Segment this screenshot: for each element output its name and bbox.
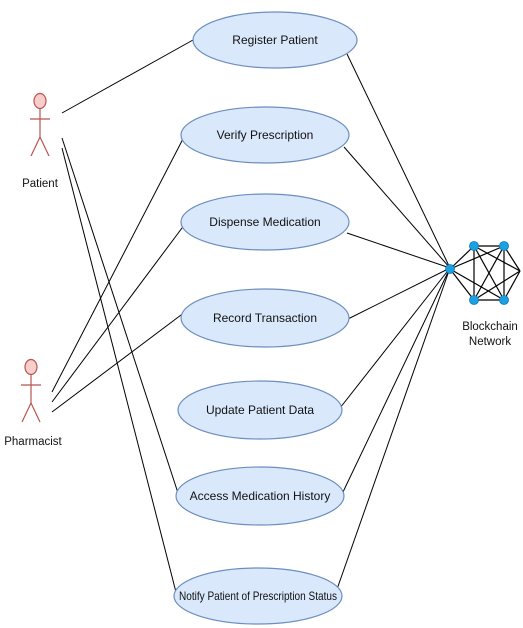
network-node: [469, 295, 479, 305]
use-case-notify-patient: Notify Patient of Prescription Status: [173, 567, 343, 625]
link-chain-register: [346, 53, 451, 269]
link-chain-access: [342, 267, 451, 493]
link-patient-notify: [61, 147, 179, 601]
actor-pharmacist: [21, 358, 41, 423]
use-case-label: Update Patient Data: [206, 403, 314, 417]
use-case-label: Access Medication History: [190, 489, 331, 503]
link-chain-update: [339, 267, 451, 409]
use-case-record-transaction: Record Transaction: [180, 288, 350, 348]
use-case-label: Record Transaction: [213, 311, 317, 325]
use-case-label: Verify Prescription: [217, 128, 314, 142]
use-case-label: Register Patient: [232, 33, 318, 47]
network-node: [445, 264, 455, 274]
link-pharmacist-verify: [51, 134, 186, 393]
link-pharmacist-dispense: [51, 223, 186, 403]
blockchain-network-icon: [445, 241, 521, 305]
actor-head: [33, 92, 47, 110]
network-node: [499, 241, 509, 251]
actor-patient: [30, 92, 50, 157]
use-case-dispense-medication: Dispense Medication: [180, 193, 350, 251]
association-lines: [51, 39, 451, 601]
actor-pharmacist-label: Pharmacist: [4, 436, 62, 448]
use-case-verify-prescription: Verify Prescription: [180, 106, 350, 164]
blockchain-label-line1: Blockchain: [462, 321, 518, 333]
link-patient-register: [61, 39, 194, 114]
link-chain-notify: [335, 267, 451, 593]
use-case-update-patient-data: Update Patient Data: [177, 380, 343, 440]
use-case-label: Dispense Medication: [209, 215, 320, 229]
link-pharmacist-record: [51, 311, 186, 413]
use-case-label: Notify Patient of Prescription Status: [179, 589, 337, 603]
link-chain-verify: [343, 146, 451, 269]
link-chain-dispense: [346, 232, 451, 269]
blockchain-label-line2: Network: [469, 336, 511, 348]
actor-patient-label: Patient: [22, 178, 59, 190]
network-node: [499, 295, 509, 305]
network-node: [469, 241, 479, 251]
link-chain-record: [345, 267, 451, 321]
use-case-access-medication-history: Access Medication History: [175, 466, 345, 526]
link-patient-access-history: [61, 137, 179, 494]
actor-head: [24, 358, 38, 376]
use-case-register-patient: Register Patient: [192, 11, 358, 69]
